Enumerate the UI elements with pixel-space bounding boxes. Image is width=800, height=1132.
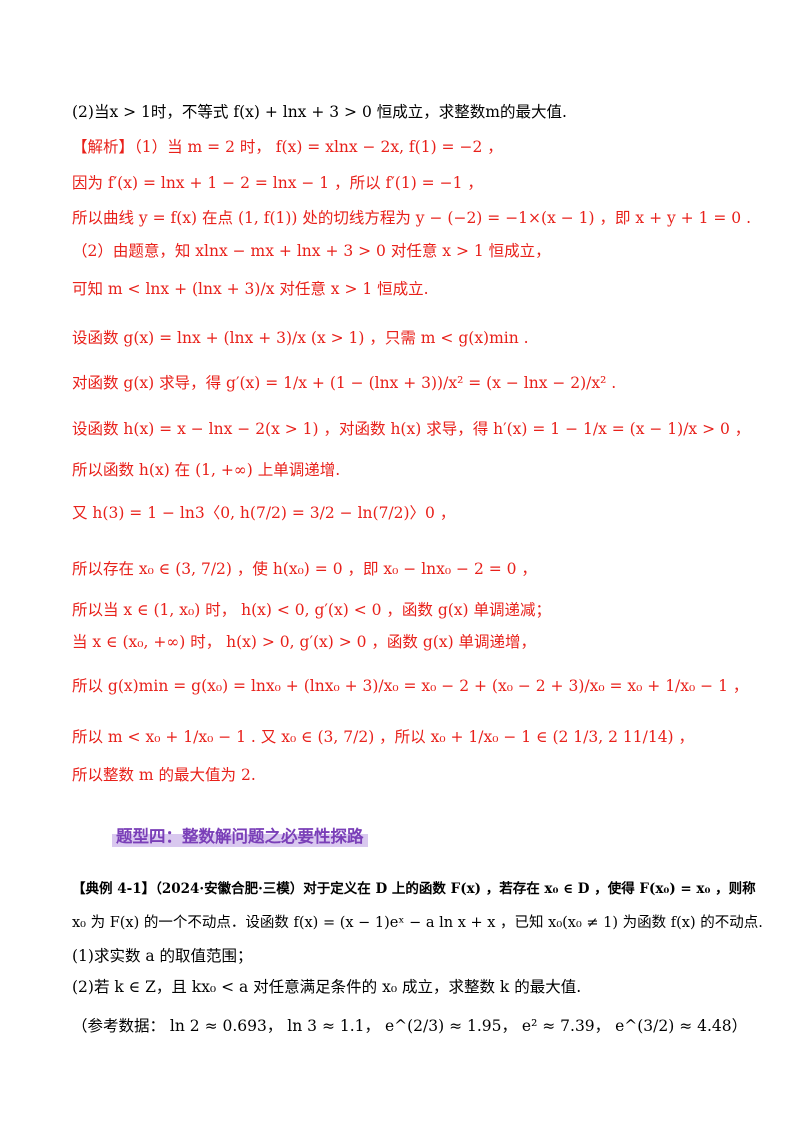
solution-line-9: 所以函数 h(x) 在 (1, +∞) 上单调递增. — [72, 461, 341, 479]
solution-line-7: 对函数 g(x) 求导，得 g′(x) = 1/x + (1 − (lnx + … — [72, 374, 617, 392]
solution-line-6: 设函数 g(x) = lnx + (lnx + 3)/x (x > 1) ，只需… — [72, 329, 529, 347]
section-heading: 题型四：整数解问题之必要性探路 — [112, 823, 368, 847]
solution-line-10: 又 h(3) = 1 − ln3〈0, h(7/2) = 3/2 − ln(7/… — [72, 504, 456, 522]
solution-line-12: 所以当 x ∈ (1, x₀) 时， h(x) < 0, g′(x) < 0 ，… — [72, 601, 552, 619]
example-text-1: 【典例 4-1】（2024·安徽合肥·三模）对于定义在 D 上的函数 F(x) … — [72, 881, 756, 897]
solution-line-8: 设函数 h(x) = x − lnx − 2(x > 1) ，对函数 h(x) … — [72, 420, 751, 438]
solution-line-13: 当 x ∈ (x₀, +∞) 时， h(x) > 0, g′(x) > 0 ，函… — [72, 633, 537, 651]
example-question-2: (2)若 k ∈ Z，且 kx₀ < a 对任意满足条件的 x₀ 成立，求整数 … — [72, 978, 582, 996]
solution-line-5: 可知 m < lnx + (lnx + 3)/x 对任意 x > 1 恒成立. — [72, 280, 429, 298]
solution-line-3: 所以曲线 y = f(x) 在点 (1, f(1)) 处的切线方程为 y − (… — [72, 209, 752, 227]
example-question-1: (1)求实数 a 的取值范围； — [72, 947, 253, 965]
solution-line-2: 因为 f′(x) = lnx + 1 − 2 = lnx − 1 ，所以 f′(… — [72, 174, 483, 192]
solution-line-11: 所以存在 x₀ ∈ (3, 7/2) ，使 h(x₀) = 0 ，即 x₀ − … — [72, 560, 537, 578]
solution-line-16: 所以整数 m 的最大值为 2. — [72, 766, 256, 784]
solution-line-1: 【解析】（1）当 m = 2 时， f(x) = xlnx − 2x, f(1)… — [72, 138, 503, 156]
reference-data: （参考数据： ln 2 ≈ 0.693， ln 3 ≈ 1.1， e^(2/3)… — [72, 1017, 748, 1035]
example-line-2: x₀ 为 F(x) 的一个不动点．设函数 f(x) = (x − 1)eˣ − … — [72, 915, 763, 931]
solution-line-14: 所以 g(x)min = g(x₀) = lnx₀ + (lnx₀ + 3)/x… — [72, 677, 749, 695]
solution-line-4: （2）由题意，知 xlnx − mx + lnx + 3 > 0 对任意 x >… — [72, 242, 551, 260]
problem-part-2: (2)当x > 1时，不等式 f(x) + lnx + 3 > 0 恒成立，求整… — [72, 103, 567, 121]
solution-line-15: 所以 m < x₀ + 1/x₀ − 1 . 又 x₀ ∈ (3, 7/2) ，… — [72, 728, 695, 746]
example-line-1: 【典例 4-1】（2024·安徽合肥·三模）对于定义在 D 上的函数 F(x) … — [72, 878, 756, 900]
